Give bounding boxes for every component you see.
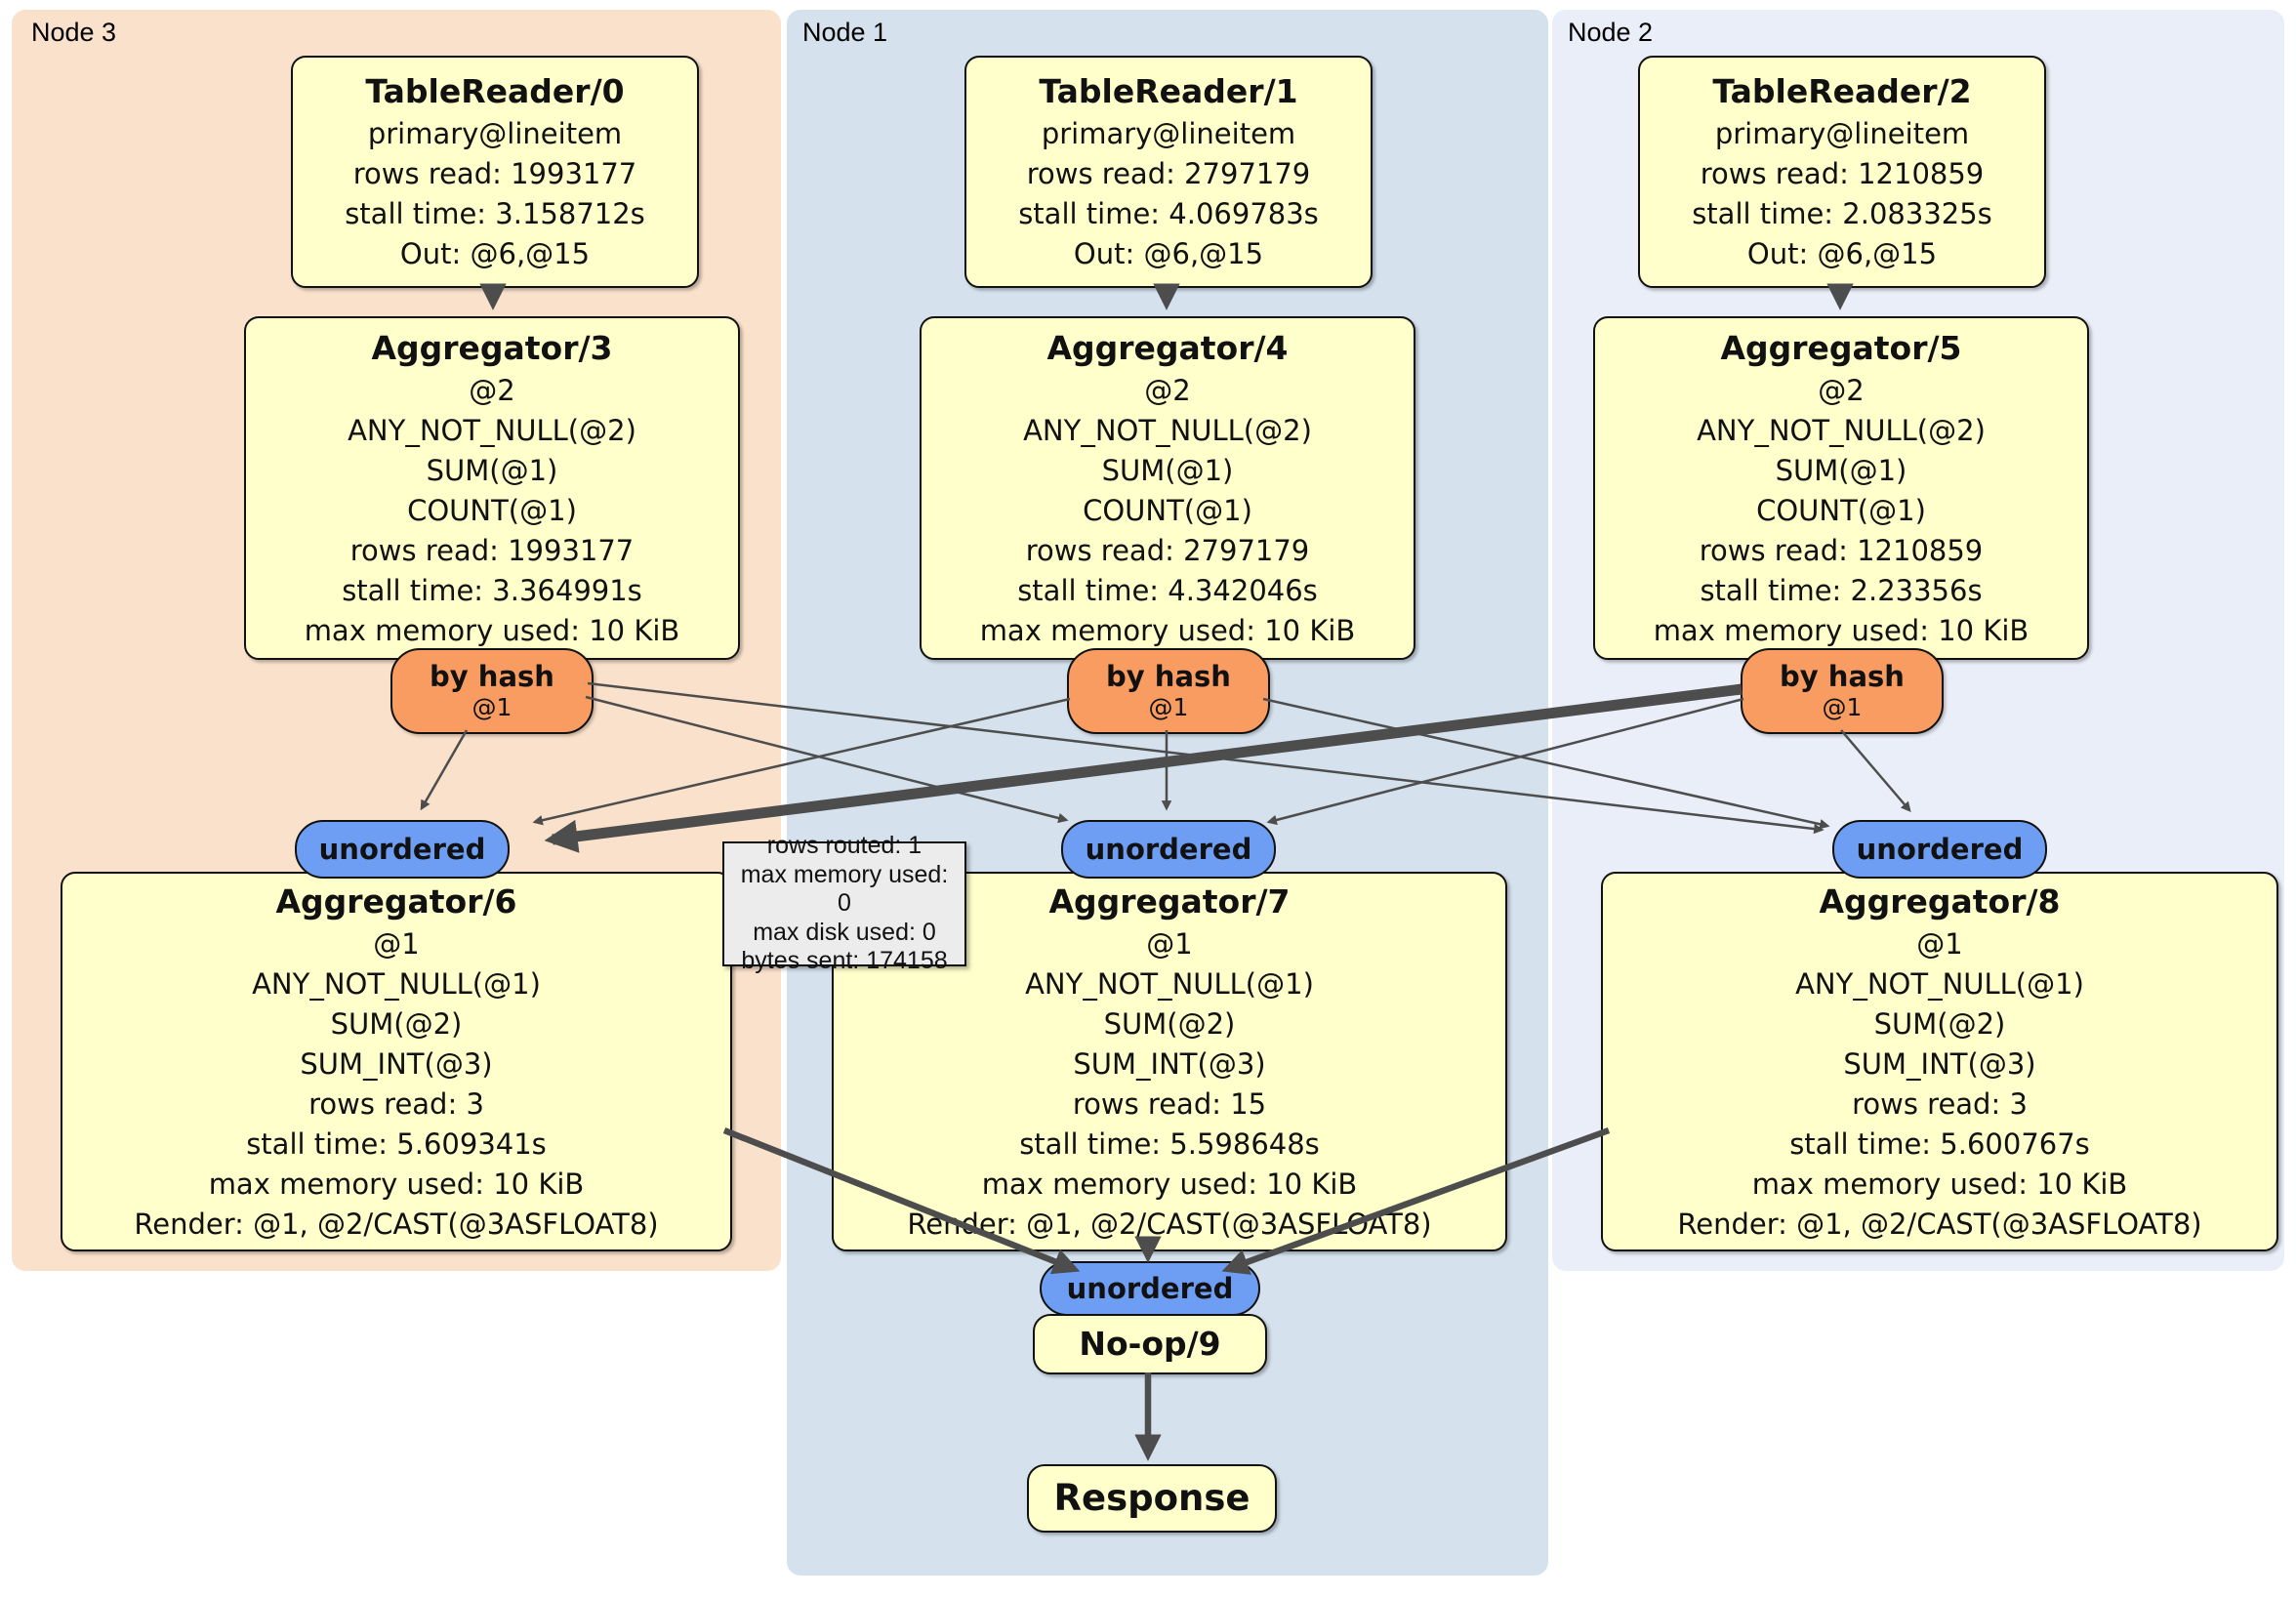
tablereader0-rows-read: rows read: 1993177	[352, 157, 637, 190]
aggregator6-func-1: ANY_NOT_NULL(@1)	[252, 966, 541, 1001]
tablereader0-title: TableReader/0	[365, 72, 625, 110]
panel-label-node-2: Node 2	[1568, 18, 1654, 47]
response-box: Response	[1027, 1464, 1277, 1533]
noop-title: No-op/9	[1079, 1325, 1221, 1363]
aggregator4-func-1: ANY_NOT_NULL(@2)	[1023, 413, 1312, 447]
aggregator4-rows-read: rows read: 2797179	[1025, 533, 1310, 567]
aggregator3-func-2: SUM(@1)	[426, 453, 558, 487]
router-by-hash-node2-arg: @1	[1822, 693, 1863, 721]
aggregator5-rows-read: rows read: 1210859	[1699, 533, 1984, 567]
tablereader2-box: TableReader/2 primary@lineitem rows read…	[1638, 56, 2046, 288]
tablereader1-box: TableReader/1 primary@lineitem rows read…	[964, 56, 1373, 288]
aggregator3-group-cols: @2	[469, 373, 515, 407]
aggregator5-stall-time: stall time: 2.23356s	[1700, 573, 1983, 607]
tablereader0-box: TableReader/0 primary@lineitem rows read…	[291, 56, 699, 288]
aggregator7-stall-time: stall time: 5.598648s	[1019, 1126, 1320, 1161]
aggregator5-func-1: ANY_NOT_NULL(@2)	[1697, 413, 1986, 447]
aggregator6-stall-time: stall time: 5.609341s	[246, 1126, 547, 1161]
aggregator8-title: Aggregator/8	[1819, 881, 2061, 921]
aggregator4-max-memory: max memory used: 10 KiB	[979, 613, 1356, 647]
router-by-hash-node3[interactable]: by hash @1	[390, 648, 594, 734]
edge-tooltip: rows routed: 1 max memory used: 0 max di…	[722, 832, 966, 974]
aggregator6-group-cols: @1	[373, 926, 420, 961]
aggregator3-rows-read: rows read: 1993177	[349, 533, 635, 567]
aggregator8-rows-read: rows read: 3	[1852, 1086, 2028, 1121]
aggregator8-stall-time: stall time: 5.600767s	[1789, 1126, 2090, 1161]
router-by-hash-node2-label: by hash	[1780, 660, 1905, 693]
aggregator5-box: Aggregator/5 @2 ANY_NOT_NULL(@2) SUM(@1)…	[1593, 316, 2089, 660]
noop-box: No-op/9	[1033, 1314, 1267, 1374]
aggregator5-func-2: SUM(@1)	[1775, 453, 1907, 487]
aggregator7-max-memory: max memory used: 10 KiB	[981, 1167, 1358, 1201]
aggregator5-group-cols: @2	[1818, 373, 1865, 407]
stream-unordered-final[interactable]: unordered	[1040, 1261, 1260, 1316]
aggregator7-title: Aggregator/7	[1048, 881, 1291, 921]
stream-unordered-node1[interactable]: unordered	[1061, 820, 1276, 879]
aggregator6-func-2: SUM(@2)	[330, 1006, 463, 1041]
tablereader2-out: Out: @6,@15	[1746, 237, 1938, 270]
aggregator8-func-3: SUM_INT(@3)	[1843, 1046, 2036, 1081]
tablereader2-stall-time: stall time: 2.083325s	[1692, 197, 1992, 230]
aggregator7-func-1: ANY_NOT_NULL(@1)	[1025, 966, 1314, 1001]
edge-tooltip-rows-routed: rows routed: 1	[766, 832, 922, 860]
aggregator4-title: Aggregator/4	[1046, 328, 1289, 367]
tablereader1-stall-time: stall time: 4.069783s	[1018, 197, 1319, 230]
router-by-hash-node1-arg: @1	[1148, 693, 1189, 721]
aggregator4-func-2: SUM(@1)	[1101, 453, 1234, 487]
aggregator6-render: Render: @1, @2/CAST(@3ASFLOAT8)	[134, 1207, 659, 1241]
aggregator6-func-3: SUM_INT(@3)	[300, 1046, 493, 1081]
aggregator8-group-cols: @1	[1916, 926, 1963, 961]
aggregator6-rows-read: rows read: 3	[308, 1086, 484, 1121]
tablereader0-index: primary@lineitem	[367, 117, 623, 150]
tablereader0-out: Out: @6,@15	[399, 237, 591, 270]
edge-tooltip-max-disk: max disk used: 0	[753, 918, 936, 946]
tablereader1-rows-read: rows read: 2797179	[1026, 157, 1311, 190]
aggregator5-max-memory: max memory used: 10 KiB	[1653, 613, 2030, 647]
stream-unordered-node3[interactable]: unordered	[295, 820, 510, 879]
aggregator7-rows-read: rows read: 15	[1072, 1086, 1267, 1121]
aggregator8-func-1: ANY_NOT_NULL(@1)	[1795, 966, 2084, 1001]
aggregator5-title: Aggregator/5	[1720, 328, 1962, 367]
aggregator5-func-3: COUNT(@1)	[1756, 493, 1926, 527]
router-by-hash-node1[interactable]: by hash @1	[1067, 648, 1270, 734]
aggregator8-box: Aggregator/8 @1 ANY_NOT_NULL(@1) SUM(@2)…	[1601, 872, 2278, 1251]
aggregator3-func-1: ANY_NOT_NULL(@2)	[348, 413, 636, 447]
aggregator7-func-2: SUM(@2)	[1103, 1006, 1236, 1041]
aggregator8-max-memory: max memory used: 10 KiB	[1751, 1167, 2128, 1201]
edge-tooltip-max-memory: max memory used: 0	[740, 860, 949, 918]
router-by-hash-node3-arg: @1	[472, 693, 512, 721]
panel-label-node-1: Node 1	[802, 18, 888, 47]
aggregator6-box: Aggregator/6 @1 ANY_NOT_NULL(@1) SUM(@2)…	[61, 872, 732, 1251]
aggregator7-group-cols: @1	[1146, 926, 1193, 961]
aggregator3-max-memory: max memory used: 10 KiB	[304, 613, 680, 647]
tablereader2-rows-read: rows read: 1210859	[1700, 157, 1985, 190]
tablereader1-index: primary@lineitem	[1041, 117, 1296, 150]
tablereader2-index: primary@lineitem	[1714, 117, 1970, 150]
aggregator4-stall-time: stall time: 4.342046s	[1017, 573, 1318, 607]
aggregator7-func-3: SUM_INT(@3)	[1073, 1046, 1266, 1081]
router-by-hash-node1-label: by hash	[1106, 660, 1231, 693]
tablereader1-out: Out: @6,@15	[1073, 237, 1264, 270]
aggregator7-render: Render: @1, @2/CAST(@3ASFLOAT8)	[907, 1207, 1432, 1241]
aggregator4-group-cols: @2	[1144, 373, 1191, 407]
aggregator3-stall-time: stall time: 3.364991s	[342, 573, 642, 607]
router-by-hash-node3-label: by hash	[430, 660, 554, 693]
tablereader0-stall-time: stall time: 3.158712s	[345, 197, 645, 230]
panel-label-node-3: Node 3	[31, 18, 117, 47]
aggregator3-title: Aggregator/3	[371, 328, 613, 367]
aggregator3-box: Aggregator/3 @2 ANY_NOT_NULL(@2) SUM(@1)…	[244, 316, 740, 660]
tablereader2-title: TableReader/2	[1712, 72, 1972, 110]
aggregator6-max-memory: max memory used: 10 KiB	[208, 1167, 585, 1201]
aggregator6-title: Aggregator/6	[275, 881, 517, 921]
aggregator8-render: Render: @1, @2/CAST(@3ASFLOAT8)	[1677, 1207, 2202, 1241]
aggregator8-func-2: SUM(@2)	[1873, 1006, 2006, 1041]
router-by-hash-node2[interactable]: by hash @1	[1741, 648, 1944, 734]
aggregator4-box: Aggregator/4 @2 ANY_NOT_NULL(@2) SUM(@1)…	[920, 316, 1415, 660]
response-title: Response	[1053, 1477, 1250, 1519]
aggregator3-func-3: COUNT(@1)	[407, 493, 577, 527]
aggregator4-func-3: COUNT(@1)	[1083, 493, 1252, 527]
stream-unordered-node2[interactable]: unordered	[1832, 820, 2047, 879]
tablereader1-title: TableReader/1	[1039, 72, 1298, 110]
edge-tooltip-bytes-sent: bytes sent: 174158	[741, 947, 948, 975]
